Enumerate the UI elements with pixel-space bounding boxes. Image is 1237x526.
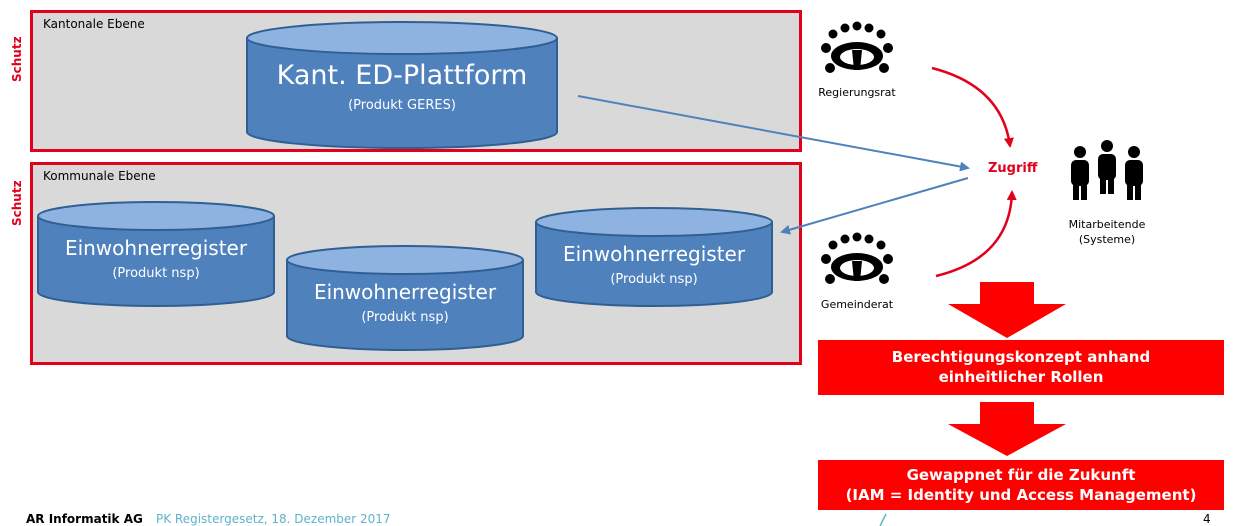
gemeinderat-label: Gemeinderat [820,298,894,311]
council-icon-gemeinderat [821,232,893,284]
regierungsrat-label: Regierungsrat [818,86,896,99]
register-product-3: (Produkt nsp) [610,272,698,287]
register-cylinder-1 [37,201,275,307]
page-number: 4 [1203,512,1211,526]
berechtigungskonzept-line1: Berechtigungskonzept anhand [891,348,1151,366]
zugriff-label: Zugriff [988,161,1038,176]
register-name-2: Einwohnerregister [313,280,497,304]
council-icon-regierungsrat [821,21,893,73]
staff-icon [1071,140,1143,200]
arrow-platform-to-access [577,95,970,172]
arrow-access-to-register [780,177,969,235]
arrow-regierungsrat-to-access [931,66,1014,148]
register-product-2: (Produkt nsp) [361,310,449,325]
register-name-3: Einwohnerregister [562,242,746,266]
footer-mark [879,513,887,526]
berechtigungskonzept-line2: einheitlicher Rollen [938,368,1104,386]
footer-company: AR Informatik AG [26,512,143,526]
register-cylinder-2 [286,245,524,351]
footer-subtitle: PK Registergesetz, 18. Dezember 2017 [156,512,391,526]
ed-platform-name: Kant. ED-Plattform [276,60,528,91]
ed-platform-cylinder [246,21,558,149]
register-cylinder-3 [535,207,773,307]
red-block-arrow-1 [948,282,1066,338]
zukunft-line2: (IAM = Identity und Access Management) [845,486,1197,504]
cantonal-level-title: Kantonale Ebene [43,17,145,31]
arrow-gemeinderat-to-access [935,190,1017,278]
zukunft-line1: Gewappnet für die Zukunft [906,466,1136,484]
communal-level-title: Kommunale Ebene [43,169,156,183]
red-block-arrow-2 [948,402,1066,456]
staff-label-line1: Mitarbeitende [1068,218,1146,231]
ed-platform-product: (Produkt GERES) [348,98,456,113]
staff-label-line2: (Systeme) [1078,233,1136,246]
register-name-1: Einwohnerregister [64,236,248,260]
berechtigungskonzept-box: Berechtigungskonzept anhand einheitliche… [818,340,1224,395]
zukunft-box: Gewappnet für die Zukunft (IAM = Identit… [818,460,1224,510]
register-product-1: (Produkt nsp) [112,266,200,281]
